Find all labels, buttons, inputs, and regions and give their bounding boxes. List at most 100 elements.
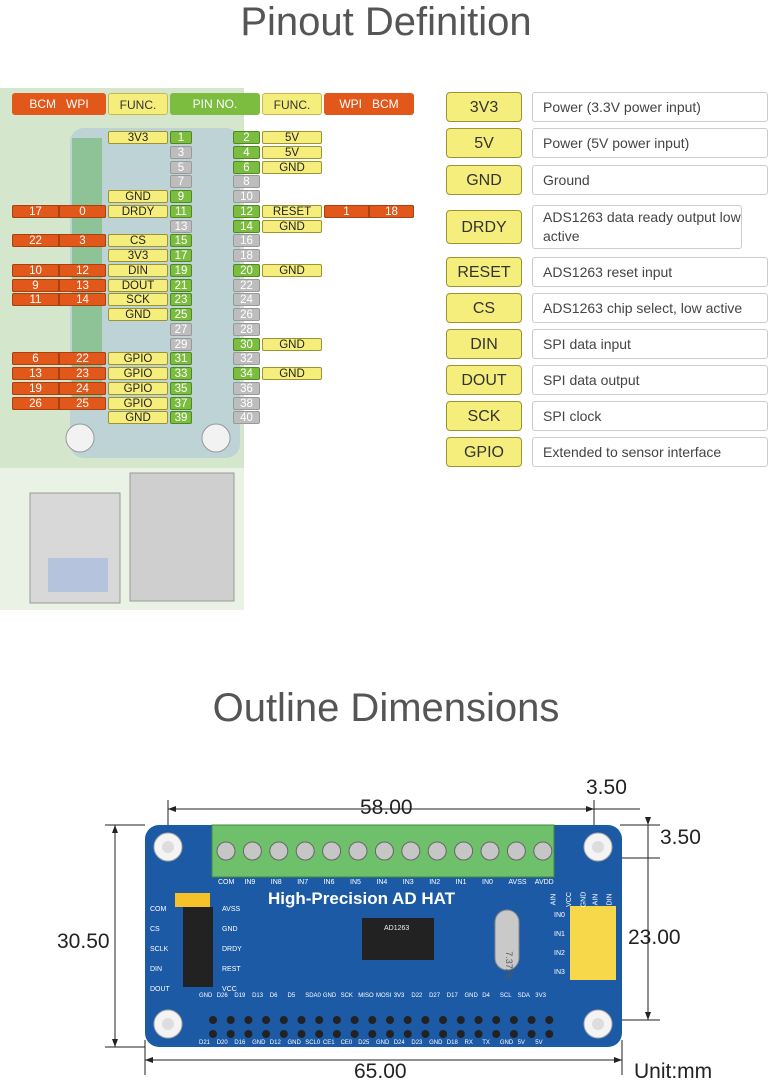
pin-func: GPIO xyxy=(108,352,168,366)
header-wpi: WPI xyxy=(339,97,362,111)
legend-label: CS xyxy=(446,293,522,323)
pin-func: 3V3 xyxy=(108,249,168,262)
board-silk-label: IN1 xyxy=(554,931,565,938)
board-silk-label: D21 xyxy=(199,1040,211,1046)
board-silk-label: D12 xyxy=(269,1040,281,1046)
pin-bcm: 13 xyxy=(12,367,59,380)
gpio-pin xyxy=(439,1030,448,1038)
board-silk-label: IN2 xyxy=(554,950,565,957)
dim-height: 30.50 xyxy=(57,930,110,953)
pin-number: 23 xyxy=(170,293,192,307)
terminal-screw xyxy=(480,841,500,861)
board-silk-label: SCK xyxy=(340,993,353,999)
pin-func: GPIO xyxy=(108,396,168,410)
board-silk-label: 5V xyxy=(517,1040,525,1046)
pin-number: 27 xyxy=(170,322,192,336)
gpio-pin xyxy=(474,1030,483,1038)
pin-func: 5V xyxy=(262,131,322,144)
outline-drawing xyxy=(105,800,660,1075)
gpio-pin xyxy=(315,1016,324,1024)
pin-number: 34 xyxy=(233,367,260,380)
pin-wpi: 0 xyxy=(59,204,106,218)
pin-number: 2 xyxy=(233,131,260,144)
pin-number: 9 xyxy=(170,190,192,203)
pin-number: 16 xyxy=(233,234,260,248)
board-silk-label: DOUT xyxy=(150,986,170,993)
board-silk-label: GND xyxy=(287,1040,301,1046)
board-silk-label: GND xyxy=(252,1040,266,1046)
gpio-pin xyxy=(279,1030,288,1038)
header-bcm-wpi-left: BCM WPI xyxy=(12,93,106,115)
gpio-header-pins xyxy=(209,1016,554,1038)
board-silk-label: GND xyxy=(580,891,588,908)
gpio-pin xyxy=(527,1030,536,1038)
pin-bcm: 17 xyxy=(12,204,59,218)
board-silk-label: AVSS xyxy=(508,879,527,886)
gpio-pin xyxy=(209,1030,217,1038)
board-silk-label: COM xyxy=(218,879,235,886)
gpio-pin xyxy=(456,1030,465,1038)
board-silk-label: REST xyxy=(222,966,241,973)
dim-edge-y: 3.50 xyxy=(660,826,701,849)
board-silk-label: DIN xyxy=(150,966,163,973)
gpio-pin xyxy=(386,1016,394,1024)
gpio-pin xyxy=(226,1016,235,1024)
board-silk-label: IN6 xyxy=(323,879,335,886)
pin-number: 13 xyxy=(170,219,192,233)
header-bcm: BCM xyxy=(372,97,399,111)
pin-number: 29 xyxy=(170,337,192,351)
header-func-right: FUNC. xyxy=(262,93,322,115)
legend-label: DRDY xyxy=(446,210,522,244)
pin-number: 18 xyxy=(233,249,260,262)
board-silk-label: IN8 xyxy=(270,879,282,886)
pin-bcm: 11 xyxy=(12,293,59,307)
pin-number: 26 xyxy=(233,308,260,321)
pin-number: 1 xyxy=(170,131,192,144)
board-silk-label: D18 xyxy=(446,1040,458,1046)
pin-func: RESET xyxy=(262,204,322,218)
gpio-pin xyxy=(368,1030,377,1038)
pin-number: 33 xyxy=(170,367,192,380)
pin-number: 31 xyxy=(170,352,192,366)
legend-desc: Power (3.3V power input) xyxy=(532,92,768,122)
legend-label: RESET xyxy=(446,257,522,287)
gpio-pin xyxy=(403,1030,412,1038)
board-silk-label: D27 xyxy=(429,993,441,999)
dim-width: 65.00 xyxy=(354,1060,407,1083)
pin-bcm: 6 xyxy=(12,352,59,366)
pin-func: 3V3 xyxy=(108,131,168,144)
gpio-pin xyxy=(386,1030,394,1038)
pin-func: DIN xyxy=(108,263,168,277)
legend-desc: Extended to sensor interface xyxy=(532,437,768,467)
legend-label: DOUT xyxy=(446,365,522,395)
pin-bcm: 9 xyxy=(12,278,59,292)
board-silk-label: SCLK xyxy=(150,946,169,953)
pin-number: 30 xyxy=(233,337,260,351)
legend-desc: SPI data input xyxy=(532,329,768,359)
terminal-screw xyxy=(295,841,315,861)
board-silk-label: GND xyxy=(199,993,213,999)
pin-number: 25 xyxy=(170,308,192,321)
legend-label: SCK xyxy=(446,401,522,431)
gpio-pin xyxy=(527,1016,536,1024)
board-silk-label: MISO xyxy=(358,993,374,999)
terminal-screw xyxy=(401,841,421,861)
board-silk-label: CE0 xyxy=(340,1040,353,1046)
pin-wpi: 3 xyxy=(59,234,106,248)
pin-number: 11 xyxy=(170,204,192,218)
pin-number: 39 xyxy=(170,411,192,425)
pin-number: 3 xyxy=(170,145,192,159)
board-silk-label: D13 xyxy=(252,993,264,999)
terminal-screw xyxy=(533,841,553,861)
dim-height-holes: 23.00 xyxy=(628,926,681,949)
terminal-screw xyxy=(506,841,526,861)
terminal-screw xyxy=(348,841,368,861)
legend-label: GPIO xyxy=(446,437,522,467)
gpio-pin xyxy=(262,1030,271,1038)
terminal-screw xyxy=(242,841,262,861)
board-silk-label: D25 xyxy=(358,1040,370,1046)
gpio-pin xyxy=(439,1016,448,1024)
crystal-label: 7.3728 xyxy=(503,951,514,979)
pin-bcm: 10 xyxy=(12,263,59,277)
board-silk-label: IN9 xyxy=(244,879,256,886)
